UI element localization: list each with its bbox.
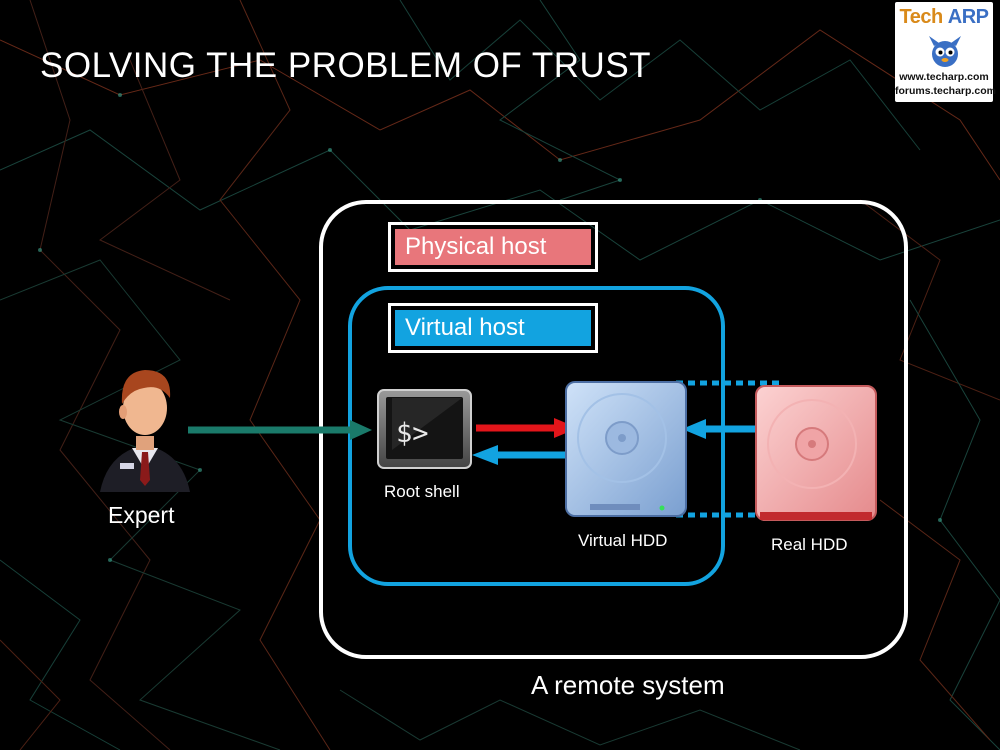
- root-shell-label: Root shell: [384, 482, 460, 501]
- logo-brand-left: Tech: [899, 6, 944, 28]
- virtual-hdd-label: Virtual HDD: [578, 531, 668, 550]
- real-hdd-icon: [755, 385, 877, 521]
- physical-host-label: Physical host: [395, 229, 591, 265]
- shell-prompt: $>: [396, 418, 429, 449]
- vhdd-to-shell-arrow: [472, 445, 566, 465]
- logo-brand-right: ARP: [947, 6, 989, 28]
- expert-icon: [100, 370, 190, 492]
- physical-host-tag: Physical host: [388, 222, 598, 272]
- terminal-icon: [377, 389, 472, 469]
- mascot-icon: [929, 36, 961, 67]
- remote-system-label: A remote system: [531, 670, 725, 700]
- slide-title: SOLVING THE PROBLEM OF TRUST: [40, 46, 652, 85]
- logo-brand: Tech ARP: [895, 6, 993, 29]
- expert-to-shell-arrow: [188, 420, 372, 440]
- logo-url-main: www.techarp.com: [899, 71, 989, 83]
- expert-label: Expert: [108, 502, 175, 528]
- virtual-host-tag: Virtual host: [388, 303, 598, 353]
- virtual-host-label: Virtual host: [395, 310, 591, 346]
- virtual-hdd-icon: [565, 381, 687, 517]
- techarp-logo: Tech ARP www.techarp.com forums.techarp.…: [895, 2, 996, 102]
- real-hdd-label: Real HDD: [771, 535, 848, 554]
- shell-to-vhdd-arrow: [476, 418, 578, 438]
- logo-url-forums: forums.techarp.com: [895, 85, 996, 97]
